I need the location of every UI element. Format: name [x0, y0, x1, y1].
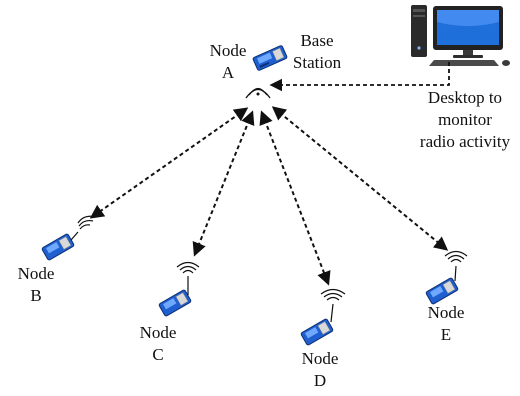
node-c-label: Node C [130, 322, 186, 366]
node-b-radio-waves-icon [70, 215, 97, 241]
node-e-radio-waves-icon [444, 250, 468, 282]
base-station-board-icon [252, 45, 288, 71]
node-e-label-line1: Node [427, 303, 465, 322]
desktop-label-line3: radio activity [419, 132, 511, 151]
base-station-label-line1: Base [300, 31, 334, 50]
node-b-board-icon [41, 233, 75, 261]
node-a-label-line2: A [221, 63, 235, 82]
node-a-label: Node A [200, 40, 256, 84]
link-a-e-arrow [271, 106, 449, 251]
node-b-label: Node B [8, 263, 64, 307]
radio-waves-icon [245, 87, 271, 99]
node-d-label: Node D [292, 348, 348, 392]
node-e-board-icon [425, 277, 459, 305]
node-c-radio-waves-icon [176, 261, 200, 295]
link-a-d-arrow [259, 110, 331, 286]
node-d-label-line1: Node [301, 349, 339, 368]
node-d-label-line2: D [313, 371, 327, 390]
node-b-label-line2: B [30, 286, 42, 305]
node-b-label-line1: Node [17, 264, 55, 283]
node-c-label-line2: C [152, 345, 164, 364]
desktop-label-line2: monitor [438, 110, 492, 129]
link-a-c-arrow [192, 110, 255, 257]
node-c-label-line1: Node [139, 323, 177, 342]
base-station-label-line2: Station [292, 53, 342, 72]
desktop-label-line1: Desktop to [427, 88, 503, 107]
desktop-link-arrow [269, 62, 450, 92]
link-a-b-arrow [89, 107, 249, 219]
node-e-label: Node E [418, 302, 474, 346]
desktop-label: Desktop to monitor radio activity [410, 87, 520, 153]
node-d-radio-waves-icon [320, 288, 346, 323]
node-a-label-line1: Node [209, 41, 247, 60]
node-d-board-icon [300, 318, 334, 346]
node-c-board-icon [158, 289, 192, 317]
desktop-computer-icon [411, 5, 510, 66]
base-station-label: Base Station [282, 30, 352, 74]
node-e-label-line2: E [440, 325, 452, 344]
